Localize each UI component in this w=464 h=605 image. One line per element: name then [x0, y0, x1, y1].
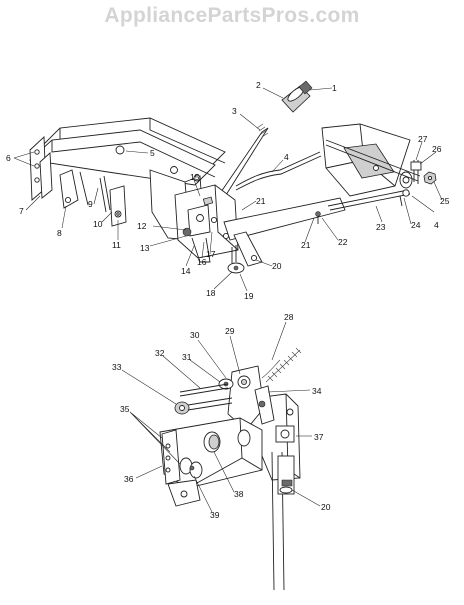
callout-19: 19	[244, 291, 254, 301]
callout-18: 18	[206, 288, 216, 298]
callout-4-upper: 4	[284, 152, 289, 162]
callout-10: 10	[93, 219, 103, 229]
callout-3: 3	[232, 106, 237, 116]
callout-1: 1	[332, 83, 337, 93]
callout-29: 29	[225, 326, 235, 336]
callout-38: 38	[234, 489, 244, 499]
callout-32: 32	[155, 348, 165, 358]
side-plate	[159, 417, 263, 507]
callout-14: 14	[181, 266, 191, 276]
callout-15: 15	[190, 172, 200, 182]
callout-26: 26	[432, 144, 442, 154]
lift-bracket	[321, 123, 437, 211]
callout-33: 33	[112, 362, 122, 372]
callout-24: 24	[411, 220, 421, 230]
spring	[261, 347, 302, 383]
callout-2: 2	[256, 80, 261, 90]
callout-25: 25	[440, 196, 450, 206]
callout-5: 5	[150, 148, 155, 158]
callout-4-lower: 4	[434, 220, 439, 230]
callout-34: 34	[312, 386, 322, 396]
callout-7: 7	[19, 206, 24, 216]
callout-6: 6	[6, 153, 11, 163]
callout-11: 11	[112, 240, 121, 250]
upper-assembly	[13, 80, 443, 292]
callout-35: 35	[120, 404, 130, 414]
lower-assembly	[121, 321, 321, 591]
callout-21-lower: 21	[301, 240, 311, 250]
callout-21-upper: 21	[256, 196, 266, 206]
control-lever	[220, 80, 322, 196]
callout-12: 12	[137, 221, 147, 231]
upper-leaders	[13, 87, 443, 292]
callout-17: 17	[206, 249, 216, 259]
callout-13: 13	[140, 243, 150, 253]
callout-31: 31	[182, 352, 192, 362]
pivot-bracket	[174, 184, 245, 274]
callout-16: 16	[197, 257, 207, 267]
callout-27: 27	[418, 134, 428, 144]
callout-labels: 1 2 3 4 5 6 7 8 9 10 11 12 13 14 15 16 1…	[6, 80, 450, 520]
callout-30: 30	[190, 330, 200, 340]
linkage-bar	[223, 197, 346, 267]
callout-37: 37	[314, 432, 324, 442]
callout-9: 9	[88, 199, 93, 209]
watermark: AppliancePartsPros.com	[104, 4, 360, 27]
callout-28: 28	[284, 312, 294, 322]
callout-39: 39	[210, 510, 220, 520]
lower-leaders	[121, 321, 321, 513]
callout-8: 8	[57, 228, 62, 238]
callout-20-lower: 20	[321, 502, 331, 512]
callout-23: 23	[376, 222, 386, 232]
callout-20-upper: 20	[272, 261, 282, 271]
axle-frame	[28, 117, 226, 241]
pivot-arm	[174, 365, 275, 431]
callout-36: 36	[124, 474, 134, 484]
callout-22: 22	[338, 237, 348, 247]
